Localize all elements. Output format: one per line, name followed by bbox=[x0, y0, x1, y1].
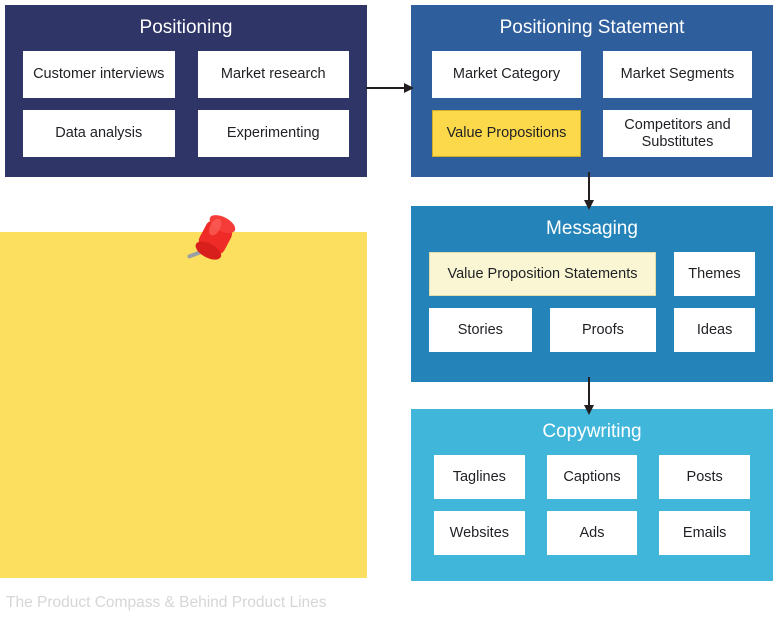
chip-data-analysis[interactable]: Data analysis bbox=[23, 110, 175, 157]
chip-experimenting[interactable]: Experimenting bbox=[197, 110, 349, 157]
chip-value-proposition-statements[interactable]: Value Proposition Statements bbox=[429, 252, 656, 296]
chip-themes[interactable]: Themes bbox=[674, 252, 755, 296]
section-messaging: Messaging Value Proposition Statements T… bbox=[411, 206, 773, 382]
chip-competitors-and-substitutes[interactable]: Competitors and Substitutes bbox=[603, 110, 752, 157]
chip-proofs[interactable]: Proofs bbox=[549, 308, 657, 352]
positioning-statement-row-1: Market Category Market Segments bbox=[411, 51, 773, 98]
section-copywriting: Copywriting Taglines Captions Posts Webs… bbox=[411, 409, 773, 581]
chip-stories[interactable]: Stories bbox=[429, 308, 532, 352]
copywriting-row-1: Taglines Captions Posts bbox=[411, 455, 773, 499]
positioning-row-2: Data analysis Experimenting bbox=[5, 110, 367, 157]
pushpin-icon bbox=[187, 215, 236, 260]
arrow-down-icon bbox=[584, 172, 594, 210]
chip-ads[interactable]: Ads bbox=[546, 511, 638, 555]
section-title-positioning: Positioning bbox=[139, 17, 233, 38]
copywriting-row-2: Websites Ads Emails bbox=[411, 511, 773, 555]
section-title-positioning-statement: Positioning Statement bbox=[499, 17, 685, 38]
chip-emails[interactable]: Emails bbox=[659, 511, 751, 555]
section-positioning-statement: Positioning Statement Market Category Ma… bbox=[411, 5, 773, 177]
messaging-row-2: Stories Proofs Ideas bbox=[411, 308, 773, 352]
positioning-row-1: Customer interviews Market research bbox=[5, 51, 367, 98]
arrow-right-icon bbox=[366, 83, 414, 93]
chip-market-category[interactable]: Market Category bbox=[432, 51, 581, 98]
chip-captions[interactable]: Captions bbox=[546, 455, 638, 499]
chip-value-propositions[interactable]: Value Propositions bbox=[432, 110, 581, 157]
chip-market-research[interactable]: Market research bbox=[197, 51, 349, 98]
section-positioning: Positioning Customer interviews Market r… bbox=[5, 5, 367, 177]
chip-market-segments[interactable]: Market Segments bbox=[603, 51, 752, 98]
chip-websites[interactable]: Websites bbox=[434, 511, 525, 555]
chip-ideas[interactable]: Ideas bbox=[674, 308, 755, 352]
section-title-messaging: Messaging bbox=[546, 218, 638, 239]
sticky-note[interactable] bbox=[0, 232, 367, 578]
chip-customer-interviews[interactable]: Customer interviews bbox=[23, 51, 175, 98]
messaging-row-1: Value Proposition Statements Themes bbox=[411, 252, 773, 296]
positioning-statement-row-2: Value Propositions Competitors and Subst… bbox=[411, 110, 773, 157]
arrow-down-icon bbox=[584, 377, 594, 415]
chip-posts[interactable]: Posts bbox=[659, 455, 751, 499]
chip-taglines[interactable]: Taglines bbox=[434, 455, 525, 499]
section-title-copywriting: Copywriting bbox=[542, 421, 642, 442]
footer-caption: The Product Compass & Behind Product Lin… bbox=[6, 594, 327, 611]
